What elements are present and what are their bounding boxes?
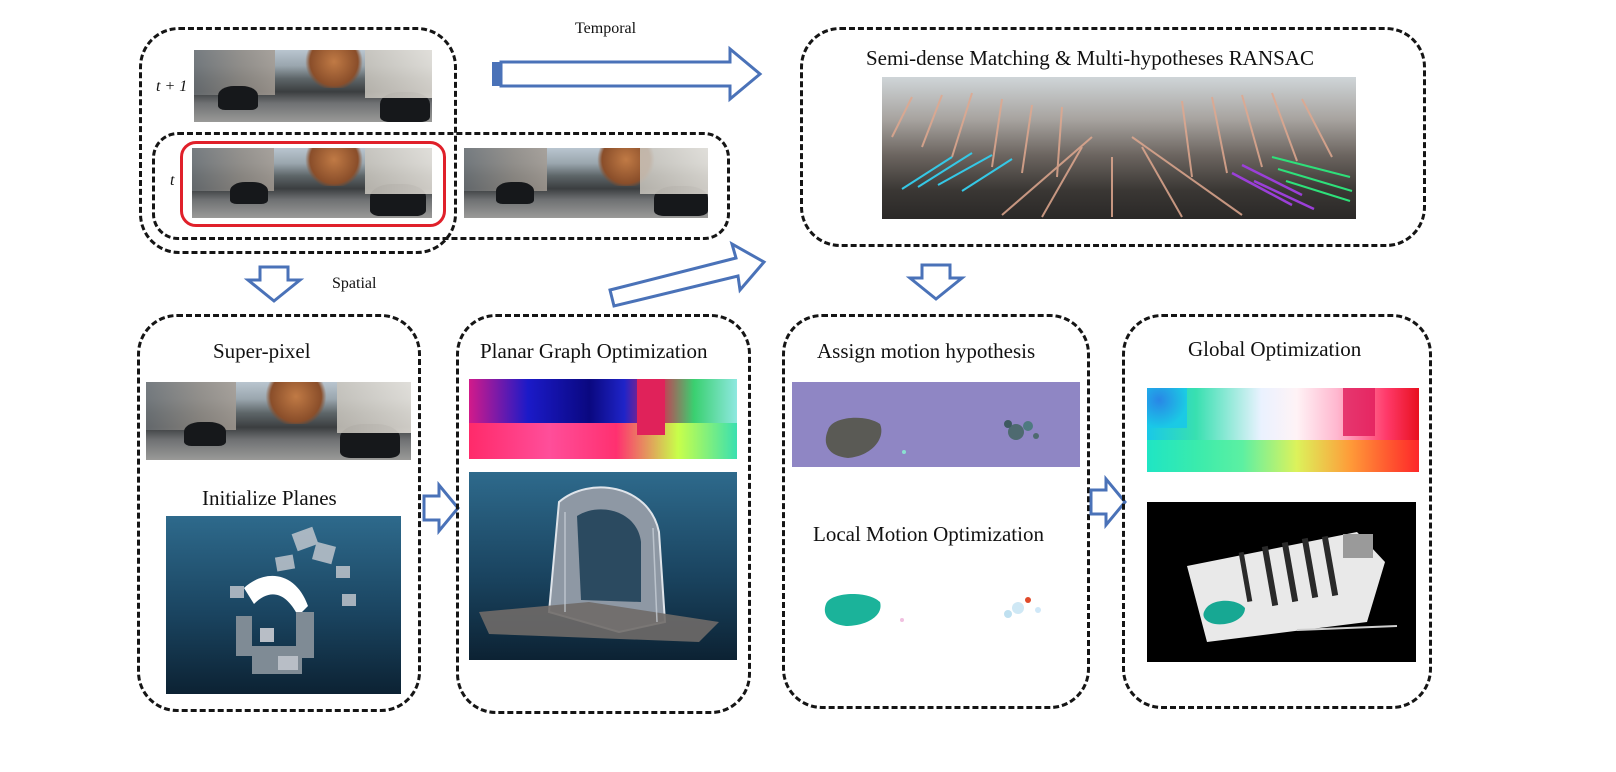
local-motion-title: Local Motion Optimization	[813, 522, 1044, 546]
temporal-label: Temporal	[575, 20, 637, 37]
spatial-down-arrow	[243, 265, 305, 303]
global-3d-image	[1147, 502, 1416, 662]
planar-graph-3d-image	[469, 472, 737, 660]
diagonal-arrow	[608, 240, 767, 308]
superpixel-image	[146, 382, 411, 460]
local-motion-image	[792, 568, 1080, 648]
time-label-t: t	[170, 172, 175, 189]
matching-image	[882, 77, 1356, 219]
global-opt-panel	[1122, 314, 1432, 709]
superpixel-panel	[137, 314, 421, 712]
matching-group	[800, 27, 1426, 247]
stereo-pair-group	[152, 132, 730, 240]
planar-graph-panel	[456, 314, 751, 714]
planar-graph-title: Planar Graph Optimization	[480, 339, 708, 363]
frame-t-plus-1-image	[194, 50, 432, 122]
planar-graph-disparity-image	[469, 379, 737, 459]
global-opt-title: Global Optimization	[1188, 337, 1362, 361]
superpixel-title: Super-pixel	[213, 339, 311, 363]
spatial-label: Spatial	[332, 275, 377, 292]
superpixel-right-arrow	[422, 480, 460, 536]
assign-motion-image	[792, 382, 1080, 467]
time-label-t-plus-1: t + 1	[156, 78, 188, 95]
motion-right-arrow	[1089, 474, 1127, 530]
global-flow-image	[1147, 388, 1419, 472]
input-frames-group	[139, 27, 457, 254]
temporal-arrow	[492, 45, 763, 103]
assign-motion-panel	[782, 314, 1090, 709]
matching-down-arrow	[905, 263, 967, 301]
reference-frame-highlight	[180, 141, 446, 227]
initialize-planes-title: Initialize Planes	[202, 486, 337, 510]
frame-t-left-image	[192, 148, 432, 218]
matching-title: Semi-dense Matching & Multi-hypotheses R…	[866, 46, 1314, 70]
assign-motion-title: Assign motion hypothesis	[817, 339, 1036, 363]
initialize-planes-image	[166, 516, 401, 694]
frame-t-right-image	[464, 148, 708, 218]
